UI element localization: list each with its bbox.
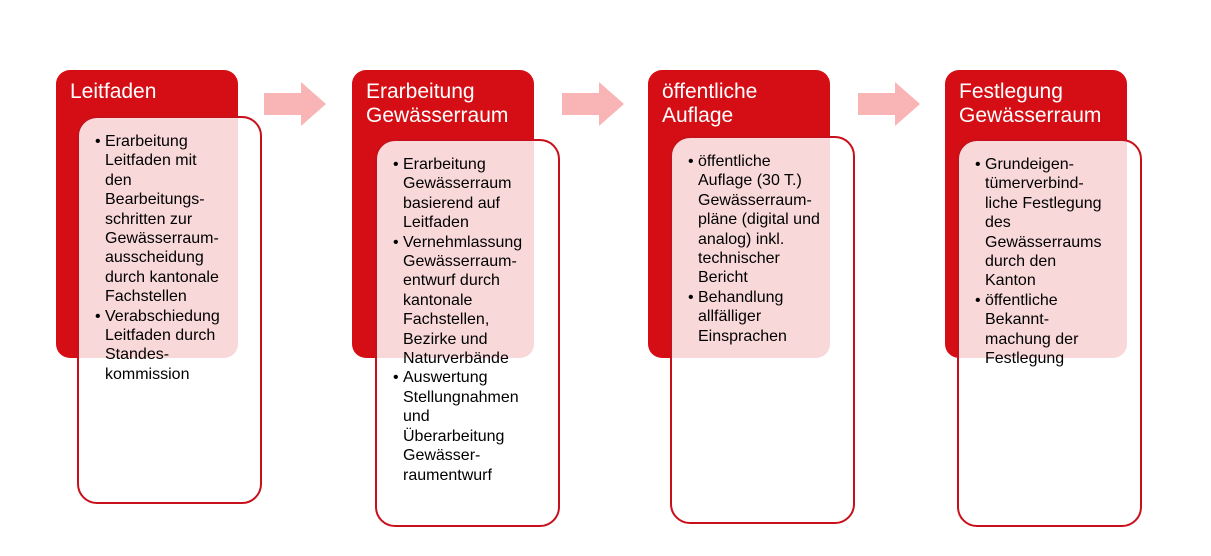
bullet-line: Bekannt- bbox=[985, 311, 1050, 329]
bullet-line: Gewässerraums bbox=[985, 233, 1102, 251]
arrow-shape bbox=[858, 82, 920, 126]
bullet-line: durch den bbox=[985, 253, 1057, 271]
stage-1-bullet-list: Erarbeitung Leitfaden mit den Bearbeitun… bbox=[95, 132, 252, 384]
bullet-line: tümerverbind- bbox=[985, 175, 1084, 193]
bullet-line: Kanton bbox=[985, 272, 1036, 290]
stage-4-title-line: Festlegung bbox=[959, 80, 1063, 103]
stage-1-title-line: Leitfaden bbox=[70, 80, 157, 103]
bullet-line: Fachstellen bbox=[105, 288, 187, 306]
stage-4-card: Grundeigen- tümerverbind- liche Festlegu… bbox=[957, 139, 1142, 527]
bullet-line: durch kantonale bbox=[105, 268, 219, 286]
bullet-line: Bearbeitungs- bbox=[105, 191, 205, 209]
arrow-shape bbox=[562, 82, 624, 126]
bullet-line: Standes- bbox=[105, 346, 170, 364]
stage-2-card: Erarbeitung Gewässerraum basierend auf L… bbox=[375, 139, 560, 527]
bullet-line: Gewässerraum bbox=[403, 175, 512, 193]
stage-3-bullet-list: öffentliche Auflage (30 T.) Gewässerraum… bbox=[688, 152, 845, 346]
stage-2-title-line: Erarbeitung bbox=[366, 80, 475, 103]
stage-1-bullet-1: Erarbeitung Leitfaden mit den Bearbeitun… bbox=[95, 132, 252, 307]
bullet-line: und bbox=[403, 408, 430, 426]
bullet-line: Erarbeitung bbox=[105, 133, 188, 150]
stage-2-bullet-2: Vernehmlassung Gewässerraum- entwurf dur… bbox=[393, 233, 550, 369]
bullet-line: öffentliche bbox=[985, 291, 1058, 309]
stage-2-bullet-list: Erarbeitung Gewässerraum basierend auf L… bbox=[393, 155, 550, 485]
bullet-line: ausscheidung bbox=[105, 249, 204, 267]
right-arrow-icon bbox=[858, 82, 920, 126]
stage-3-card: öffentliche Auflage (30 T.) Gewässerraum… bbox=[670, 136, 855, 524]
bullet-line: Verabschiedung bbox=[105, 307, 220, 325]
stage-4-bullet-list: Grundeigen- tümerverbind- liche Festlegu… bbox=[975, 155, 1132, 368]
right-arrow-icon bbox=[562, 82, 624, 126]
bullet-line: Behandlung bbox=[698, 288, 784, 306]
bullet-line: Überarbeitung bbox=[403, 427, 505, 445]
stage-2-bullet-1: Erarbeitung Gewässerraum basierend auf L… bbox=[393, 155, 550, 233]
bullet-line: den bbox=[105, 171, 132, 189]
bullet-line: Auswertung bbox=[403, 369, 488, 387]
bullet-line: Erarbeitung bbox=[403, 156, 486, 173]
bullet-line: Bezirke und bbox=[403, 330, 488, 348]
bullet-line: öffentliche bbox=[698, 153, 771, 170]
bullet-line: Auflage (30 T.) bbox=[698, 172, 802, 190]
bullet-line: analog) inkl. bbox=[698, 230, 785, 248]
bullet-line: Vernehmlassung bbox=[403, 233, 523, 251]
bullet-line: technischer bbox=[698, 250, 780, 268]
bullet-line: entwurf durch bbox=[403, 272, 500, 290]
bullet-line: Einsprachen bbox=[698, 327, 787, 345]
bullet-line: des bbox=[985, 214, 1011, 232]
bullet-line: liche Festlegung bbox=[985, 194, 1102, 212]
stage-3-title-line: öffentliche bbox=[662, 80, 758, 103]
stage-3-bullet-2: Behandlung allfälliger Einsprachen bbox=[688, 288, 845, 346]
bullet-line: kommission bbox=[105, 365, 190, 383]
bullet-line: Festlegung bbox=[985, 350, 1065, 368]
bullet-line: schritten zur bbox=[105, 210, 193, 228]
stage-3-bullet-1: öffentliche Auflage (30 T.) Gewässerraum… bbox=[688, 152, 845, 288]
bullet-line: raumentwurf bbox=[403, 466, 492, 484]
bullet-line: Naturverbände bbox=[403, 350, 509, 368]
bullet-line: Gewässerraum- bbox=[105, 230, 219, 248]
bullet-line: Fachstellen, bbox=[403, 311, 490, 329]
stage-3-title-line: Auflage bbox=[662, 104, 734, 127]
right-arrow-icon bbox=[264, 82, 326, 126]
bullet-line: basierend auf bbox=[403, 194, 500, 212]
bullet-line: Leitfaden mit bbox=[105, 152, 197, 170]
stage-1-bullet-2: Verabschiedung Leitfaden durch Standes- … bbox=[95, 307, 252, 385]
bullet-line: allfälliger bbox=[698, 308, 762, 326]
bullet-line: Grundeigen- bbox=[985, 156, 1074, 173]
bullet-line: Gewässerraum- bbox=[403, 253, 517, 271]
bullet-line: machung der bbox=[985, 330, 1079, 348]
bullet-line: Gewässer- bbox=[403, 447, 481, 465]
bullet-line: Stellungnahmen bbox=[403, 388, 519, 406]
stage-2-title-line: Gewässerraum bbox=[366, 104, 509, 127]
bullet-line: Leitfaden bbox=[403, 214, 469, 232]
bullet-line: Leitfaden durch bbox=[105, 327, 216, 345]
bullet-line: Gewässerraum- bbox=[698, 191, 812, 209]
stage-4-title-line: Gewässerraum bbox=[959, 104, 1102, 127]
bullet-line: Bericht bbox=[698, 269, 748, 287]
stage-4-bullet-2: öffentliche Bekannt- machung der Festleg… bbox=[975, 291, 1132, 369]
bullet-line: kantonale bbox=[403, 291, 473, 309]
stage-4-bullet-1: Grundeigen- tümerverbind- liche Festlegu… bbox=[975, 155, 1132, 291]
bullet-line: pläne (digital und bbox=[698, 211, 820, 229]
arrow-shape bbox=[264, 82, 326, 126]
stage-1-card: Erarbeitung Leitfaden mit den Bearbeitun… bbox=[77, 116, 262, 504]
stage-2-bullet-3: Auswertung Stellungnahmen und Überarbeit… bbox=[393, 368, 550, 484]
